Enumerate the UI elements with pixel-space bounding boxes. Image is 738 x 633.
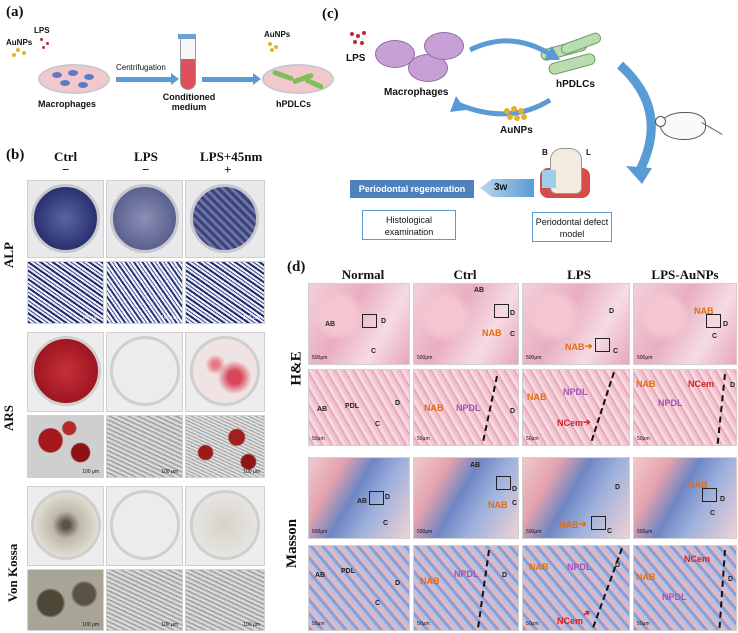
three-week-arrow bbox=[480, 179, 534, 197]
panel-d-label: (d) bbox=[287, 259, 306, 275]
alp-plate-ctrl bbox=[27, 180, 104, 258]
alp-micro-ctrl: 100 μm bbox=[27, 261, 104, 324]
masson-low-ctrl: AB D NAB C 500μm bbox=[413, 457, 519, 539]
he-low-lps-auNPs: NAB D C 500μm bbox=[633, 283, 737, 365]
petri-dish-hpdlcs bbox=[262, 64, 334, 94]
masson-high-lps-auNPs: NAB NCem NPDL D 50μm bbox=[633, 545, 737, 631]
tooth-b-label: B bbox=[542, 148, 548, 157]
d-col-normal: Normal bbox=[341, 267, 385, 282]
arrow-head-2 bbox=[253, 73, 261, 85]
auNPs-label-2: AuNPs bbox=[264, 30, 291, 39]
col-ctrl: Ctrl bbox=[54, 149, 78, 164]
tooth-l-label: L bbox=[586, 148, 591, 157]
c-macrophages-label: Macrophages bbox=[384, 87, 449, 98]
alp-micro-lps: 100 μm bbox=[106, 261, 183, 324]
panel-a-label: (a) bbox=[6, 4, 24, 20]
row-von-kossa: Von Kossa bbox=[5, 543, 21, 603]
sign-ctrl: − bbox=[62, 162, 70, 177]
periodontal-regeneration-box: Periodontal regeneration bbox=[350, 180, 474, 198]
centrifugation-label: Centrifugation bbox=[116, 63, 166, 72]
he-high-ctrl: NAB NPDL D 50μm bbox=[413, 369, 519, 446]
he-low-normal: AB D C 500μm bbox=[308, 283, 410, 365]
conditioned-medium-label: Conditioned medium bbox=[162, 92, 216, 112]
lps-label: LPS bbox=[34, 26, 50, 35]
he-low-ctrl: AB D NAB C 500μm bbox=[413, 283, 519, 365]
arrow-2 bbox=[202, 77, 254, 82]
d-col-lps-auNPs: LPS-AuNPs bbox=[651, 267, 719, 282]
mouse-icon bbox=[660, 112, 706, 140]
tooth-icon bbox=[540, 148, 590, 198]
d-row-he: H&E bbox=[288, 351, 305, 386]
masson-high-lps: NAB NPDL NCem ➔ D 50μm bbox=[522, 545, 630, 631]
hpdlcs-label: hPDLCs bbox=[276, 99, 312, 109]
d-row-masson: Masson bbox=[284, 518, 301, 569]
vk-micro-lps: 100 μm bbox=[106, 569, 183, 631]
panel-c-label: (c) bbox=[322, 6, 339, 22]
petri-dish-macrophages bbox=[38, 64, 110, 94]
row-alp: ALP bbox=[1, 242, 16, 268]
vk-plate-lps45 bbox=[185, 486, 265, 566]
ars-micro-ctrl: 100 μm bbox=[27, 415, 104, 478]
c-auNPs-label: AuNPs bbox=[500, 125, 533, 136]
row-ars: ARS bbox=[1, 404, 17, 432]
auNPs-label: AuNPs bbox=[6, 38, 33, 47]
d-col-ctrl: Ctrl bbox=[453, 267, 477, 282]
macrophage-cell-3 bbox=[424, 32, 464, 60]
he-high-lps: NAB NPDL NCem ➔ 50μm bbox=[522, 369, 630, 446]
col-lps45: LPS+45nm bbox=[200, 149, 263, 164]
vk-plate-lps bbox=[106, 486, 183, 566]
vk-plate-ctrl bbox=[27, 486, 104, 566]
c-hpdlcs-label: hPDLCs bbox=[556, 79, 595, 90]
conditioned-medium-tube bbox=[180, 38, 196, 90]
d-col-lps: LPS bbox=[567, 267, 591, 282]
he-high-lps-auNPs: NAB NCem NPDL D 50μm bbox=[633, 369, 737, 446]
histological-examination-box: Histological examination bbox=[362, 210, 456, 240]
sign-lps: − bbox=[142, 162, 150, 177]
alp-micro-lps45: 100 μm bbox=[185, 261, 265, 324]
panel-b-label: (b) bbox=[6, 147, 25, 163]
col-lps: LPS bbox=[134, 149, 158, 164]
masson-low-lps-auNPs: NAB D C 500μm bbox=[633, 457, 737, 539]
ars-plate-lps bbox=[106, 332, 183, 412]
ars-plate-lps45 bbox=[185, 332, 265, 412]
arrow-head-1 bbox=[171, 73, 179, 85]
three-week-label: 3w bbox=[494, 182, 508, 193]
c-lps-label: LPS bbox=[346, 53, 366, 64]
ars-micro-lps45: 100 μm bbox=[185, 415, 265, 478]
he-low-lps: D NAB ➔ C 500μm bbox=[522, 283, 630, 365]
ars-plate-ctrl bbox=[27, 332, 104, 412]
vk-micro-lps45: 100 μm bbox=[185, 569, 265, 631]
masson-high-ctrl: NAB NPDL D 50μm bbox=[413, 545, 519, 631]
alp-plate-lps bbox=[106, 180, 183, 258]
alp-plate-lps45 bbox=[185, 180, 265, 258]
sign-lps45: + bbox=[224, 162, 232, 177]
masson-low-normal: AB D C 500μm bbox=[308, 457, 410, 539]
he-high-normal: AB PDL D C 50μm bbox=[308, 369, 410, 446]
arrow-centrifugation bbox=[116, 77, 172, 82]
macrophages-label: Macrophages bbox=[38, 99, 97, 109]
periodontal-defect-model-box: Periodontal defect model bbox=[532, 212, 612, 242]
vk-micro-ctrl: 100 μm bbox=[27, 569, 104, 631]
masson-low-lps: D NAB ➔ C 500μm bbox=[522, 457, 630, 539]
masson-high-normal: AB PDL D C 50μm bbox=[308, 545, 410, 631]
ars-micro-lps: 100 μm bbox=[106, 415, 183, 478]
